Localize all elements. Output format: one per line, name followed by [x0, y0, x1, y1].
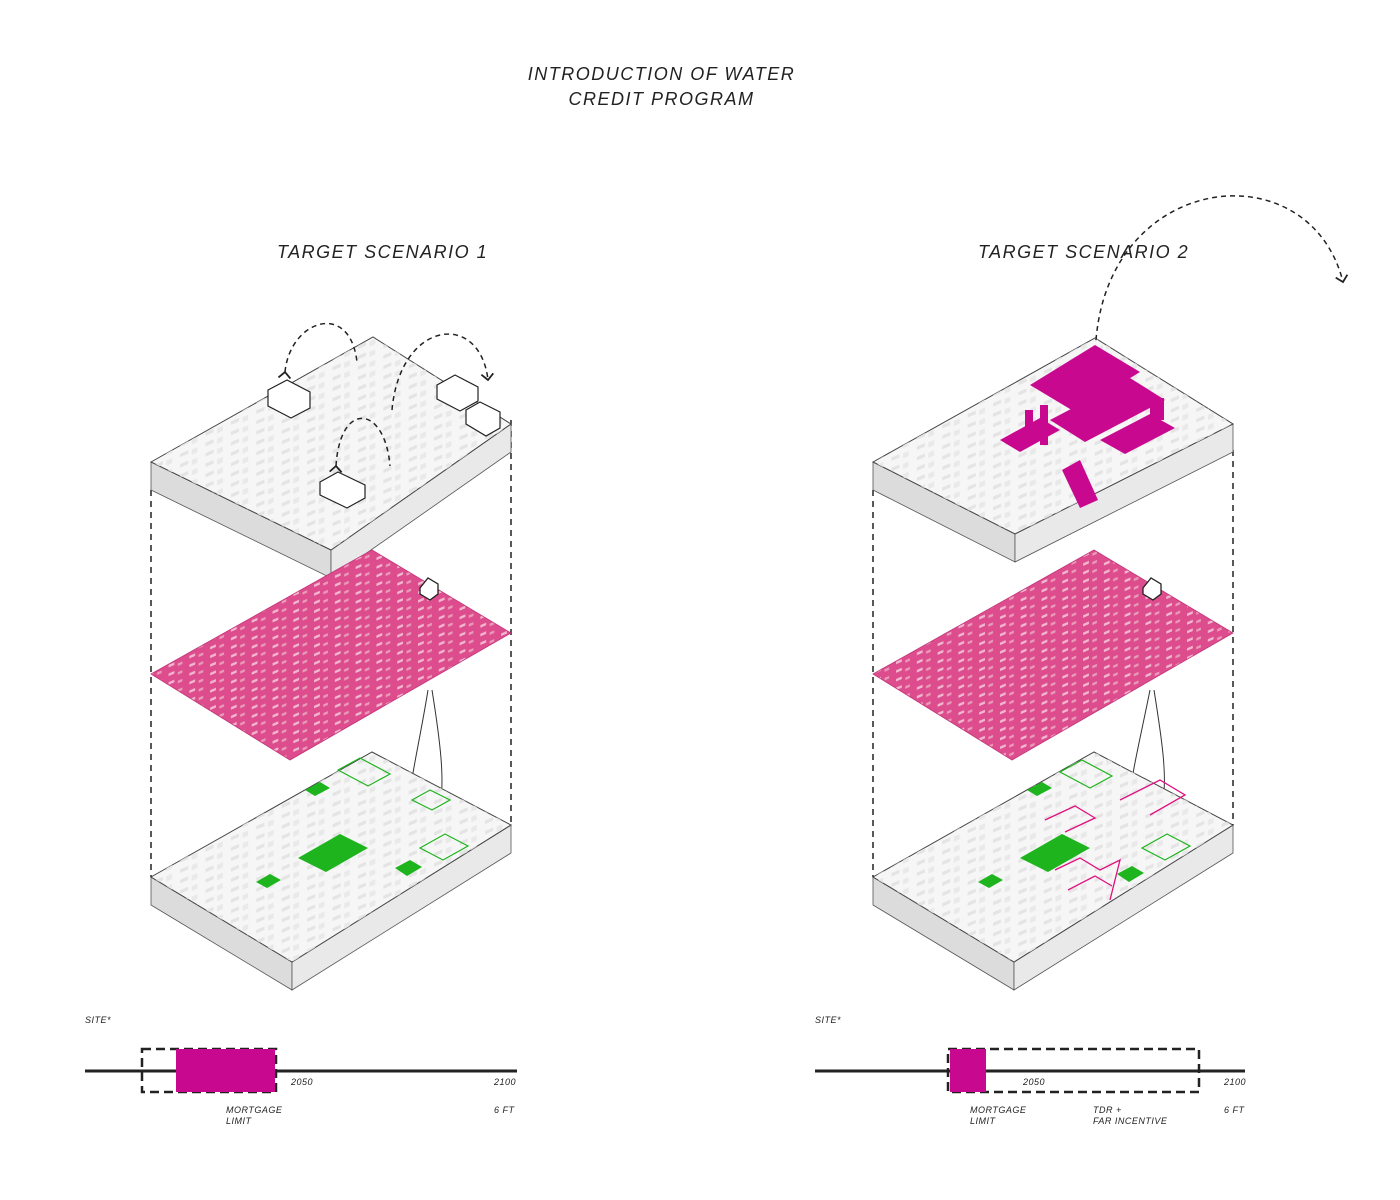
- label-line: MORTGAGE: [970, 1105, 1026, 1116]
- label-line: MORTGAGE: [226, 1105, 282, 1116]
- timeline-2-year-2100: 2100: [1224, 1077, 1246, 1088]
- mortgage-limit-bar: [176, 1049, 275, 1092]
- label-line: LIMIT: [226, 1116, 282, 1127]
- timeline-1-site-label: SITE*: [85, 1015, 111, 1026]
- timeline-1-year-2100: 2100: [494, 1077, 516, 1088]
- timeline-2-year-2050: 2050: [1023, 1077, 1045, 1088]
- label-line: FAR INCENTIVE: [1093, 1116, 1167, 1127]
- timeline-2-mortgage-label: MORTGAGE LIMIT: [970, 1105, 1026, 1127]
- timeline-1-mortgage-label: MORTGAGE LIMIT: [226, 1105, 282, 1127]
- scenario-2-stack: [873, 196, 1343, 990]
- pink-layer: [873, 550, 1233, 760]
- timeline-1-6ft-label: 6 FT: [494, 1105, 515, 1116]
- pink-layer: [151, 550, 511, 760]
- transfer-arrow: [1096, 196, 1343, 340]
- top-slab: [151, 324, 511, 578]
- label-line: TDR +: [1093, 1105, 1167, 1116]
- label-line: LIMIT: [970, 1116, 1026, 1127]
- bottom-slab: [151, 752, 511, 990]
- bottom-slab: [873, 752, 1233, 990]
- mortgage-limit-bar: [950, 1049, 986, 1092]
- timeline-2-6ft-label: 6 FT: [1224, 1105, 1245, 1116]
- scenario-1-stack: [151, 324, 511, 990]
- top-slab: [873, 196, 1343, 562]
- timeline-1-year-2050: 2050: [291, 1077, 313, 1088]
- timeline-2-tdr-label: TDR + FAR INCENTIVE: [1093, 1105, 1167, 1127]
- timeline-2-site-label: SITE*: [815, 1015, 841, 1026]
